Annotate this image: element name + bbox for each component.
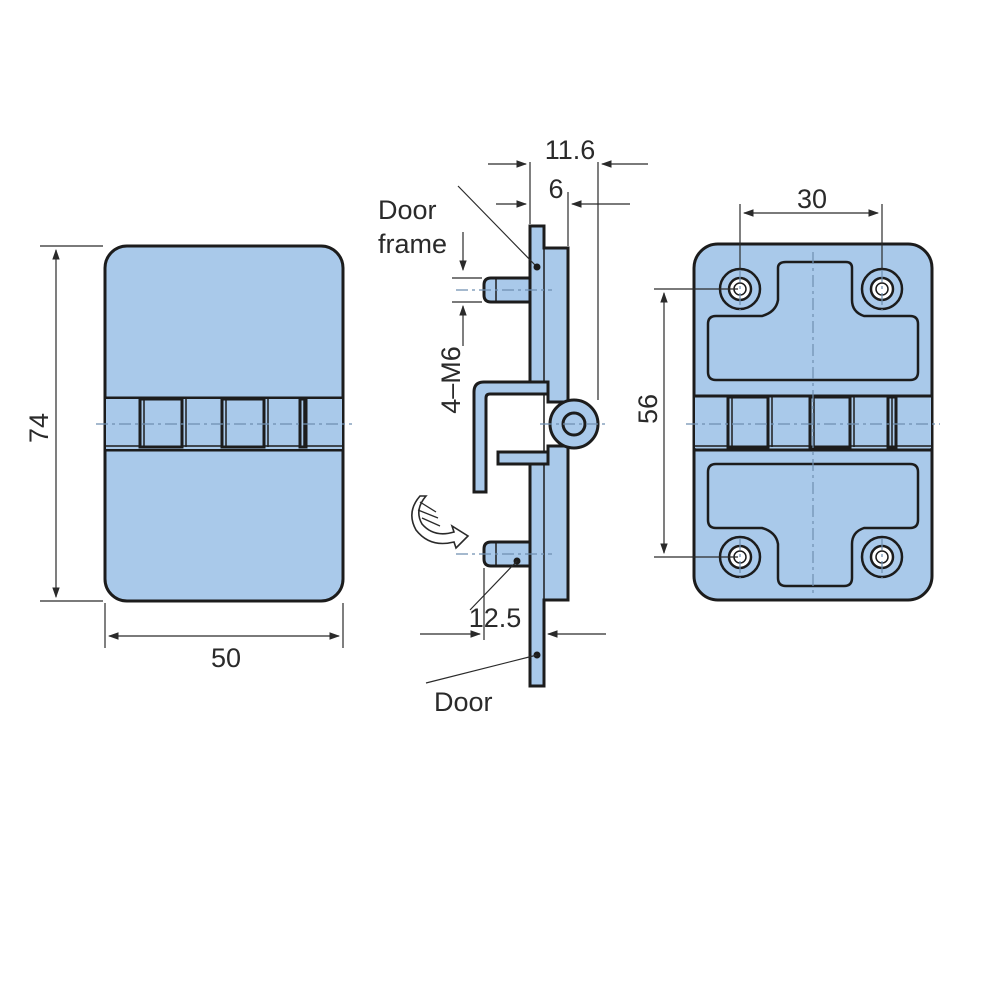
dimension-30: 30 [739, 184, 883, 270]
dimension-56: 56 [633, 288, 738, 558]
side-view: 11.6 6 Door frame 4–M6 [378, 135, 648, 717]
door-frame-label-line1: Door [378, 195, 437, 225]
cranked-strap [472, 380, 550, 494]
dimension-74-label: 74 [24, 413, 54, 443]
dimension-6-label: 6 [548, 174, 563, 204]
door-leaf [528, 444, 570, 688]
door-label: Door [434, 687, 493, 717]
upper-raised-plate [706, 260, 920, 382]
dimension-74: 74 [24, 245, 103, 602]
frame-leaf [528, 224, 570, 404]
dimension-4-m6: 4–M6 [436, 232, 482, 414]
dimension-12-5-label: 12.5 [469, 603, 522, 633]
dimension-11-6-label: 11.6 [545, 135, 596, 165]
door-frame-callout: Door frame [378, 185, 536, 266]
dimension-50: 50 [104, 603, 344, 673]
door-callout: Door [425, 654, 538, 717]
dimension-12-5: 12.5 [420, 560, 606, 640]
rotation-arrow-icon [411, 495, 470, 550]
dimension-4-m6-label: 4–M6 [436, 346, 466, 414]
dimension-56-label: 56 [633, 394, 663, 424]
dimension-11-6: 11.6 [488, 135, 648, 400]
back-view: 30 56 [633, 184, 940, 602]
dimension-30-label: 30 [797, 184, 827, 214]
back-view-knuckles [726, 395, 898, 449]
door-frame-label-line2: frame [378, 229, 447, 259]
front-view: 74 50 [24, 244, 352, 673]
dimension-6: 6 [496, 174, 630, 246]
dimension-50-label: 50 [211, 643, 241, 673]
lower-raised-plate [706, 462, 920, 588]
front-view-knuckles [138, 397, 308, 449]
